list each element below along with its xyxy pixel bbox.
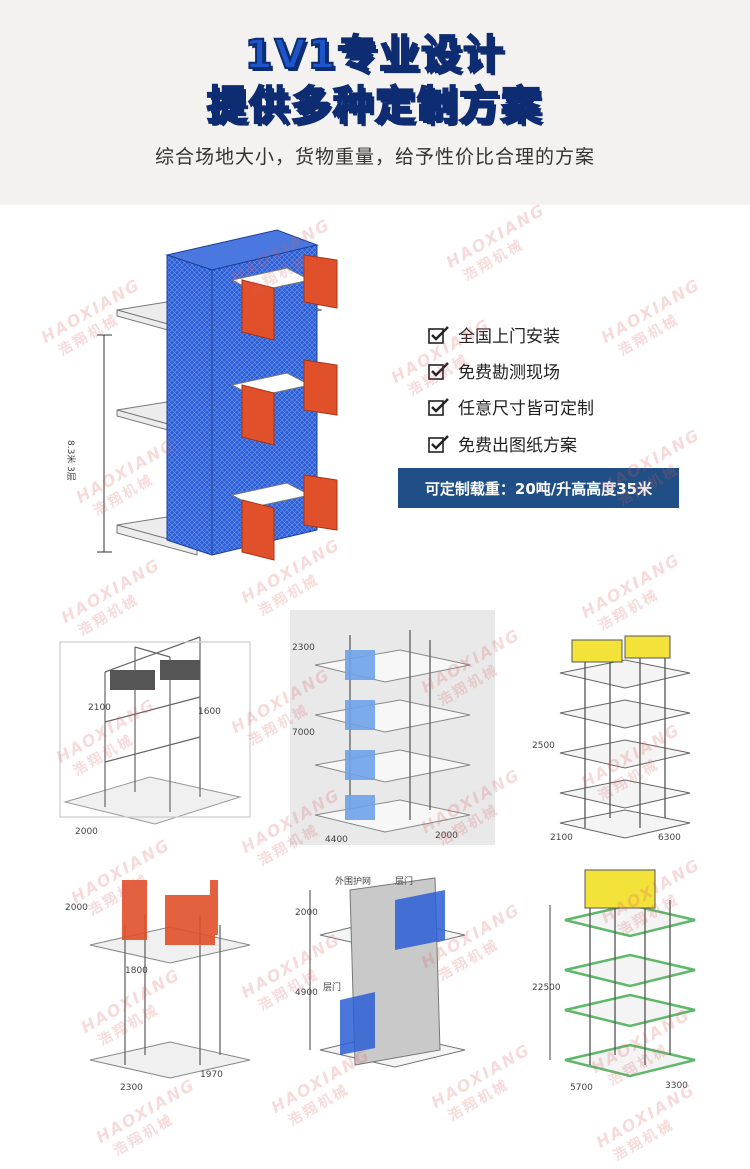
dim-label: 7000	[292, 728, 315, 738]
dim-label: 2000	[65, 903, 88, 913]
dim-label: 6300	[658, 833, 681, 843]
dim-label: 2100	[550, 833, 573, 843]
diagram-6: 22500 5700 3300	[532, 869, 696, 1093]
height-label: 8.3米 3层	[65, 440, 77, 481]
feature-item-survey: 免费勘测现场	[428, 358, 560, 383]
feature-label: 全国上门安装	[458, 327, 560, 347]
hero-section	[0, 0, 750, 205]
dim-label: 1970	[200, 1070, 223, 1080]
dim-label: 1800	[125, 966, 148, 976]
dim-label: 1600	[198, 707, 221, 717]
feature-label: 任意尺寸皆可定制	[458, 399, 594, 419]
dim-label: 2000	[295, 908, 318, 918]
capacity-badge: 可定制载重：20吨/升高高度35米	[398, 468, 679, 508]
diagram-3: 2500 2100 6300	[532, 635, 691, 843]
diagram-4: 2000 1800 2300 1970	[65, 880, 251, 1093]
dim-label: 5700	[570, 1083, 593, 1093]
feature-item-install: 全国上门安装	[428, 322, 560, 347]
dim-label: 2000	[75, 827, 98, 837]
dim-label: 22500	[532, 983, 561, 993]
check-icon	[428, 325, 449, 344]
dim-label: 2300	[120, 1083, 143, 1093]
check-icon	[428, 397, 449, 416]
feature-item-custom-size: 任意尺寸皆可定制	[428, 394, 594, 419]
dim-label: 3300	[665, 1081, 688, 1091]
check-icon	[428, 434, 449, 453]
page-subtitle: 综合场地大小，货物重量，给予性价比合理的方案	[154, 146, 595, 168]
main-lift-diagram: 8.3米 3层	[42, 210, 372, 585]
dim-label: 2300	[292, 643, 315, 653]
page-title-line1: 1V1专业设计	[244, 31, 506, 79]
diagram-5: 2000 4900 外围护网 层门 层门	[295, 875, 466, 1068]
feature-item-drawings: 免费出图纸方案	[428, 431, 577, 456]
dim-label: 4900	[295, 988, 318, 998]
dim-label: 2100	[88, 703, 111, 713]
tag-label: 层门	[395, 875, 413, 887]
page-title-line2: 提供多种定制方案	[206, 82, 543, 130]
diagram-1: 2100 1600 2000	[59, 636, 251, 837]
check-icon	[428, 361, 449, 380]
feature-label: 免费勘测现场	[458, 363, 560, 383]
tag-label: 层门	[323, 981, 341, 993]
diagram-2: 2300 7000 4400 2000	[290, 610, 495, 845]
dim-label: 2500	[532, 741, 555, 751]
feature-label: 免费出图纸方案	[458, 436, 577, 456]
dim-label: 4400	[325, 835, 348, 845]
tag-label: 外围护网	[335, 875, 371, 887]
dim-label: 2000	[435, 831, 458, 841]
